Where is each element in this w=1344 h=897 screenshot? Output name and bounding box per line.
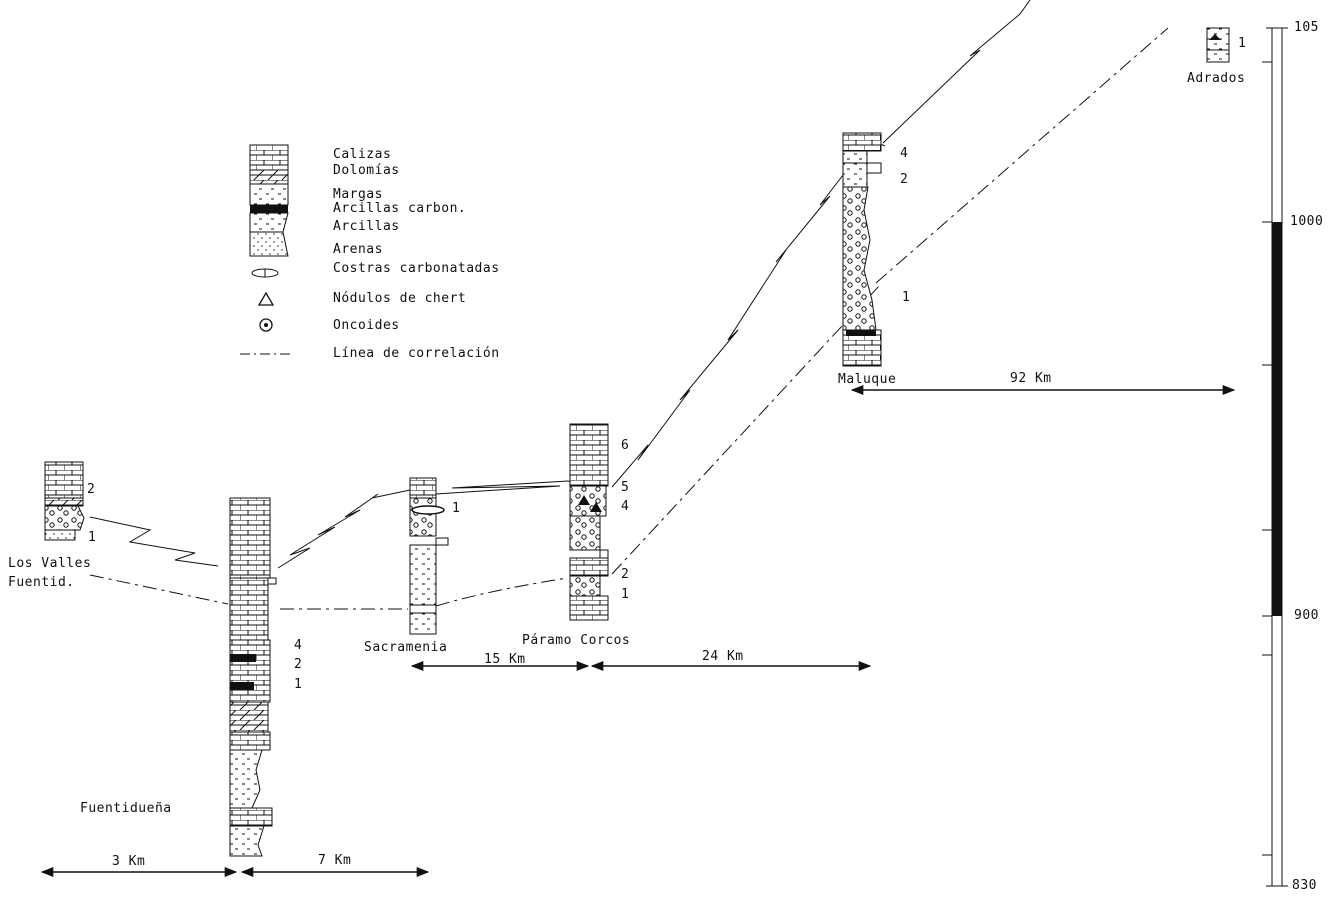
costras-symbol <box>251 268 279 278</box>
legend-arcillas-carbon-swatch <box>250 205 288 213</box>
column-fuentiduena <box>229 497 277 857</box>
chert-symbol <box>257 291 275 306</box>
unit-number: 6 <box>621 438 629 453</box>
column-paramo-corcos <box>569 423 609 621</box>
legend-label-costras: Costras carbonatadas <box>333 261 500 276</box>
column-sacramenia <box>409 477 449 635</box>
zigzag-fuentiduena-sacramenia <box>277 489 411 569</box>
scale-label-1000: 1000 <box>1290 214 1324 229</box>
distance-label-7km: 7 Km <box>318 853 352 868</box>
column-maluque <box>842 132 882 367</box>
scale-label-105: 105 <box>1294 20 1319 35</box>
legend-label-dolomias: Dolomías <box>333 163 400 178</box>
elevation-scale <box>1262 27 1288 887</box>
distance-label-92km: 92 Km <box>1010 371 1052 386</box>
zigzag-paramo-maluque <box>611 139 886 488</box>
zigzag-losvalles-fuentiduena <box>89 516 219 567</box>
dash-sacramenia-paramo <box>435 577 569 607</box>
legend-label-arcillas: Arcillas <box>333 219 400 234</box>
legend-margas-swatch <box>249 183 289 206</box>
unit-number: 2 <box>621 567 629 582</box>
unit-number: 1 <box>1238 36 1246 51</box>
legend-label-calizas: Calizas <box>333 147 392 162</box>
section-name-paramo-corcos: Páramo Corcos <box>522 633 631 648</box>
unit-number: 5 <box>621 480 629 495</box>
unit-number: 1 <box>902 290 910 305</box>
legend-arenas-swatch <box>249 231 289 257</box>
unit-number: 1 <box>452 501 460 516</box>
scale-label-830: 830 <box>1292 878 1317 893</box>
legend-arcillas-swatch <box>249 212 289 233</box>
legend-label-correlacion: Línea de correlación <box>333 346 500 361</box>
unit-number: 2 <box>294 657 302 672</box>
unit-number: 4 <box>621 499 629 514</box>
unit-number: 4 <box>294 638 302 653</box>
legend-label-margas: Margas <box>333 187 383 202</box>
distance-label-24km: 24 Km <box>702 649 744 664</box>
dash-paramo-maluque <box>611 284 881 575</box>
legend-label-arenas: Arenas <box>333 242 383 257</box>
zigzag-maluque-up <box>882 0 1031 144</box>
legend <box>240 144 290 355</box>
section-name-adrados: Adrados <box>1187 71 1246 86</box>
unit-number: 2 <box>87 482 95 497</box>
column-adrados <box>1206 27 1230 63</box>
legend-label-oncoides: Oncoides <box>333 318 400 333</box>
dash-losvalles-fuentiduena <box>89 574 229 605</box>
section-name-sacramenia: Sacramenia <box>364 640 448 655</box>
legend-label-chert: Nódulos de chert <box>333 291 467 306</box>
legend-label-arcillas-carbon: Arcillas carbon. <box>333 201 467 216</box>
section-name-maluque: Maluque <box>838 372 897 387</box>
column-los-valles <box>44 461 85 541</box>
oncoides-symbol <box>259 318 273 332</box>
section-name-fuentiduena: Fuentidueña <box>80 801 172 816</box>
unit-number: 4 <box>900 146 908 161</box>
distance-label-3km: 3 Km <box>112 854 146 869</box>
scale-label-900: 900 <box>1294 608 1319 623</box>
section-name-fuentid: Fuentid. <box>8 575 75 590</box>
unit-number: 1 <box>88 530 96 545</box>
distance-label-15km: 15 Km <box>484 652 526 667</box>
section-name-los-valles: Los Valles <box>8 556 92 571</box>
unit-number: 2 <box>900 172 908 187</box>
unit-number: 1 <box>621 587 629 602</box>
zigzag-sacramenia-paramo <box>435 480 579 495</box>
distance-arrows <box>40 384 1236 878</box>
dash-maluque-adrados <box>875 27 1169 284</box>
unit-number: 1 <box>294 677 302 692</box>
legend-dolomias-swatch <box>249 169 289 185</box>
